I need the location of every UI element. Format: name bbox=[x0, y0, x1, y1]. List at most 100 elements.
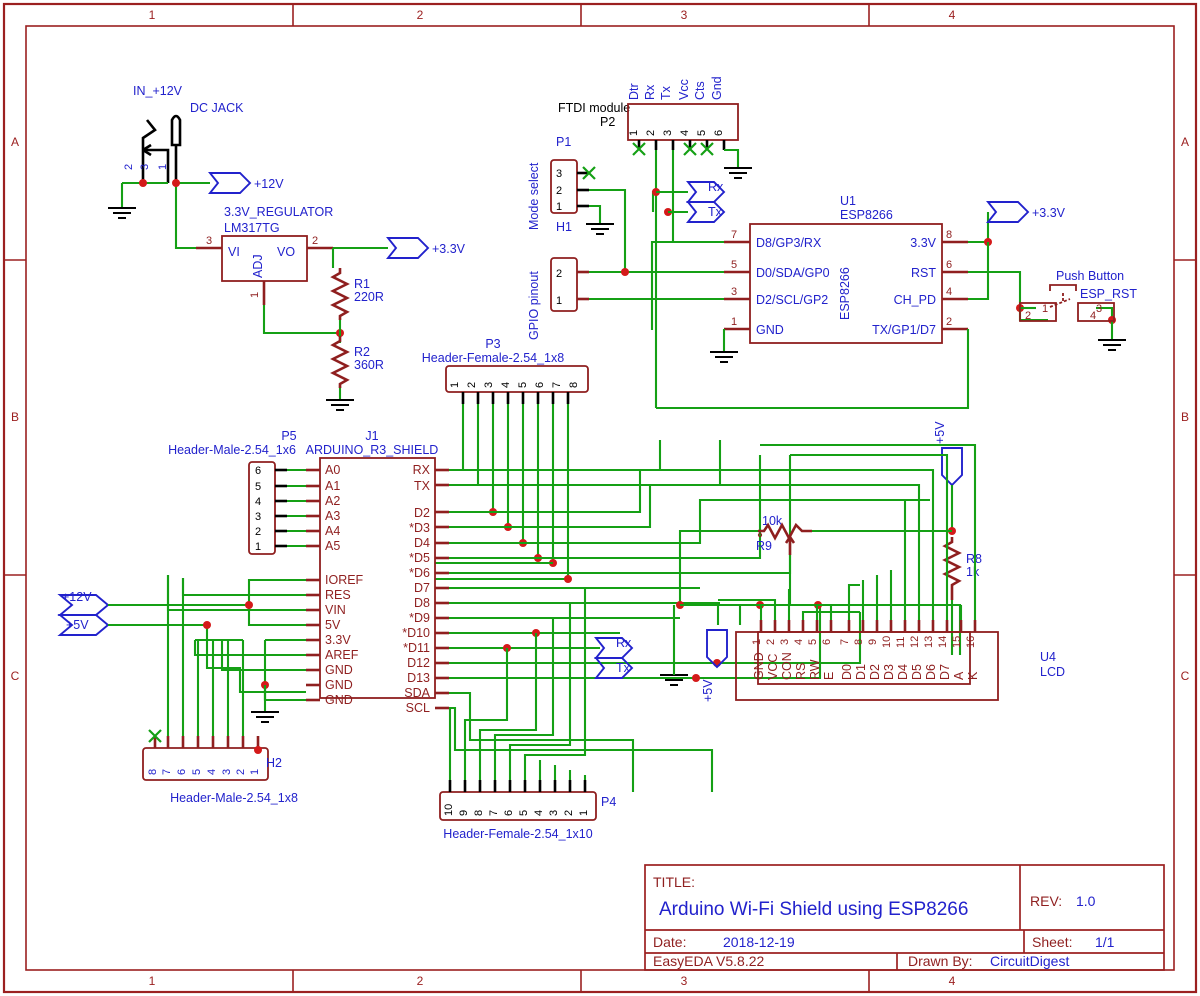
net-port-tx-shield[interactable]: Tx bbox=[594, 657, 634, 679]
j1-pin-gnd-1: GND bbox=[325, 663, 353, 677]
push-button-pin-4: 4 bbox=[1090, 310, 1096, 322]
esp-num-5: 5 bbox=[731, 259, 737, 271]
gnd-symbol-esprst bbox=[1098, 339, 1126, 351]
ftdi-ref: P2 bbox=[600, 115, 615, 129]
junction bbox=[245, 601, 253, 609]
push-button-component[interactable]: Push Button ESP_RST 1 2 3 4 bbox=[1019, 269, 1137, 322]
ftdi-num-6: 6 bbox=[713, 130, 725, 136]
lcd-ref: U4 bbox=[1040, 650, 1056, 664]
j1-pin-d13: D13 bbox=[407, 671, 430, 685]
gnd-symbol-lcd bbox=[660, 605, 688, 686]
p4-pin-7: 7 bbox=[488, 810, 500, 816]
net-port-12v-top[interactable]: +12V bbox=[208, 172, 284, 194]
j1-pin-d6: *D6 bbox=[409, 566, 430, 580]
net-port-5v-r8[interactable]: +5V bbox=[933, 421, 963, 487]
mode-select-wiring bbox=[586, 188, 627, 272]
esp-pin-d0: D0/SDA/GP0 bbox=[756, 266, 830, 280]
j1-pin-d12: D12 bbox=[407, 656, 430, 670]
push-button-pin-1: 1 bbox=[1042, 303, 1048, 315]
frame-col-4: 4 bbox=[949, 8, 956, 22]
frame-col-4-bottom: 4 bbox=[949, 974, 956, 988]
p3-pin-4: 4 bbox=[500, 382, 512, 388]
net-port-33v-reg[interactable]: +3.3V bbox=[386, 237, 466, 259]
lcd-num-15: 15 bbox=[951, 636, 963, 648]
esp8266-component[interactable]: U1 ESP8266 ESP8266 D8/GP3/RX D0/SDA/GP0 … bbox=[724, 194, 968, 344]
lcd-pin-d0: D0 bbox=[840, 664, 854, 680]
esp-num-2: 2 bbox=[946, 316, 952, 328]
resistor-r1[interactable]: R1 220R bbox=[330, 268, 384, 320]
net-port-tx-ftdi[interactable]: Tx bbox=[686, 201, 726, 223]
p4-pin-2: 2 bbox=[563, 810, 575, 816]
r2-value: 360R bbox=[354, 358, 384, 372]
junction bbox=[621, 268, 629, 276]
p5-pin-3: 3 bbox=[255, 511, 261, 523]
r8-value: 1k bbox=[966, 565, 980, 579]
j1-pin-d11: *D11 bbox=[403, 641, 430, 655]
lcd-component[interactable]: U4 LCD GND VCC CON RS RW E D0 D1 D2 D3 D… bbox=[735, 620, 1065, 701]
lcd-wiring bbox=[718, 443, 977, 620]
p5-pin-4: 4 bbox=[255, 496, 261, 508]
frame-row-c: C bbox=[11, 669, 20, 683]
frame-row-a-right: A bbox=[1181, 135, 1189, 149]
p3-header-component[interactable]: P3 Header-Female-2.54_1x8 1 2 3 4 5 6 7 … bbox=[422, 337, 589, 404]
p5-name: Header-Male-2.54_1x6 bbox=[168, 443, 296, 457]
gnd-symbol-dcjack bbox=[108, 207, 136, 219]
h2-header-component[interactable]: H2 Header-Male-2.54_1x8 8 7 6 5 4 3 2 1 bbox=[142, 575, 298, 805]
p5-pin-6: 6 bbox=[255, 465, 261, 477]
ftdi-module-component[interactable]: FTDI module P2 Dtr Rx Tx Vcc Cts Gnd 1 2… bbox=[558, 76, 739, 156]
junction bbox=[564, 575, 572, 583]
gpio-pinout-wiring bbox=[589, 268, 750, 301]
lcd-num-5: 5 bbox=[807, 639, 819, 645]
dc-jack-component[interactable]: IN_+12V DC JACK 2 3 1 bbox=[123, 84, 244, 183]
j1-pin-a3: A3 bbox=[325, 509, 340, 523]
p4-pin-5: 5 bbox=[518, 810, 530, 816]
j1-pin-tx: TX bbox=[414, 479, 431, 493]
net-port-12v-left[interactable]: +12V bbox=[57, 590, 110, 616]
sheet-value: 1/1 bbox=[1095, 934, 1115, 950]
p4-pin-4: 4 bbox=[533, 810, 545, 816]
net-port-rx-ftdi[interactable]: Rx bbox=[686, 180, 726, 203]
lcd-num-3: 3 bbox=[779, 639, 791, 645]
regulator-component[interactable]: 3.3V_REGULATOR LM317TG VI VO ADJ 3 2 1 bbox=[196, 205, 333, 305]
ftdi-pin-dtr: Dtr bbox=[627, 83, 641, 100]
frame-row-b-right: B bbox=[1181, 410, 1189, 424]
resistor-r9-pot[interactable]: 10k R9 bbox=[756, 514, 812, 555]
dc-jack-name: DC JACK bbox=[190, 101, 244, 115]
dc-jack-wiring bbox=[108, 179, 222, 250]
ftdi-pin-cts: Cts bbox=[693, 81, 707, 100]
ftdi-pin-tx: Tx bbox=[659, 85, 673, 100]
j1-arduino-shield-component[interactable]: J1 ARDUINO_R3_SHIELD A0 A1 A2 A3 A4 A5 I… bbox=[306, 429, 449, 715]
regulator-pin-vi: VI bbox=[228, 245, 240, 259]
r2-ref: R2 bbox=[354, 345, 370, 359]
gpio-pinout-component[interactable]: GPIO pinout 2 1 bbox=[527, 257, 589, 340]
net-port-5v-left[interactable]: +5V bbox=[57, 614, 110, 636]
resistor-r2[interactable]: R2 360R bbox=[330, 336, 384, 388]
esp-num-6: 6 bbox=[946, 259, 952, 271]
j1-pin-d2: D2 bbox=[414, 506, 430, 520]
net-port-rx-shield[interactable]: Rx bbox=[594, 636, 634, 659]
j1-pin-33v: 3.3V bbox=[325, 633, 351, 647]
p4-header-component[interactable]: P4 Header-Female-2.54_1x10 10 9 8 7 6 5 … bbox=[439, 588, 616, 841]
mode-select-component[interactable]: P1 Mode select 3 2 1 H1 bbox=[527, 135, 596, 234]
ftdi-num-3: 3 bbox=[662, 130, 674, 136]
mode-select-name: Mode select bbox=[527, 162, 541, 230]
mode-select-pin-1: 1 bbox=[556, 201, 562, 213]
net-port-5v-lcd[interactable]: +5V bbox=[701, 629, 728, 702]
lcd-num-1: 1 bbox=[751, 639, 763, 645]
p3-pin-1: 1 bbox=[449, 382, 461, 388]
p5-header-component[interactable]: P5 Header-Male-2.54_1x6 6 5 4 3 2 1 bbox=[168, 429, 318, 555]
date-value: 2018-12-19 bbox=[723, 934, 795, 950]
ftdi-pin-gnd: Gnd bbox=[710, 76, 724, 100]
j1-pin-d4: D4 bbox=[414, 536, 430, 550]
resistor-r8[interactable]: R8 1k bbox=[942, 537, 982, 600]
net-port-33v-esp[interactable]: +3.3V bbox=[986, 201, 1066, 223]
h2-pin-2: 2 bbox=[235, 769, 247, 775]
net-port-5v-left-label: +5V bbox=[66, 618, 89, 632]
ftdi-num-2: 2 bbox=[645, 130, 657, 136]
mode-select-pin-2: 2 bbox=[556, 185, 562, 197]
esp-num-7: 7 bbox=[731, 229, 737, 241]
j1-pin-res: RES bbox=[325, 588, 351, 602]
ftdi-wiring bbox=[650, 148, 752, 408]
p4-pin-3: 3 bbox=[548, 810, 560, 816]
no-connect-icon bbox=[148, 729, 162, 743]
